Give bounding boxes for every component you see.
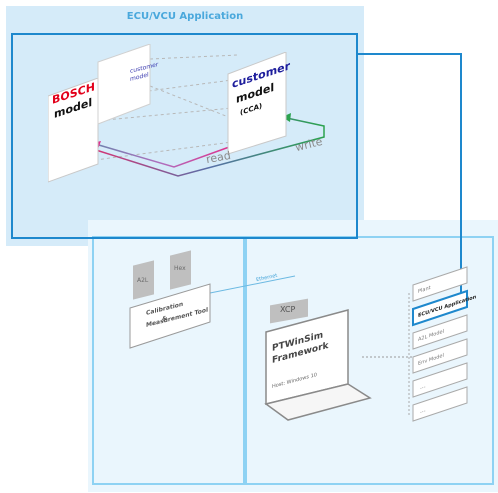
a2l-file-label: A2L bbox=[137, 277, 149, 284]
read-arrow bbox=[91, 142, 233, 168]
ecu-application-title: ECU/VCU Application bbox=[126, 11, 244, 22]
simulation-divider bbox=[243, 237, 247, 484]
write-arrow bbox=[95, 116, 325, 177]
ecu-application-frame bbox=[11, 33, 358, 239]
application-stack bbox=[408, 266, 468, 422]
bosch-model-card bbox=[48, 78, 99, 183]
customer-model-card bbox=[227, 52, 287, 155]
laptop-icon bbox=[264, 309, 372, 421]
xcp-label: XCP bbox=[280, 305, 296, 314]
hex-file-label: Hex bbox=[174, 265, 186, 272]
ethernet-line bbox=[209, 275, 296, 294]
customer-small-card bbox=[97, 44, 151, 125]
zoom-connector-line bbox=[358, 53, 462, 293]
calibration-tool-box bbox=[129, 283, 211, 349]
projection-lines bbox=[94, 54, 239, 161]
